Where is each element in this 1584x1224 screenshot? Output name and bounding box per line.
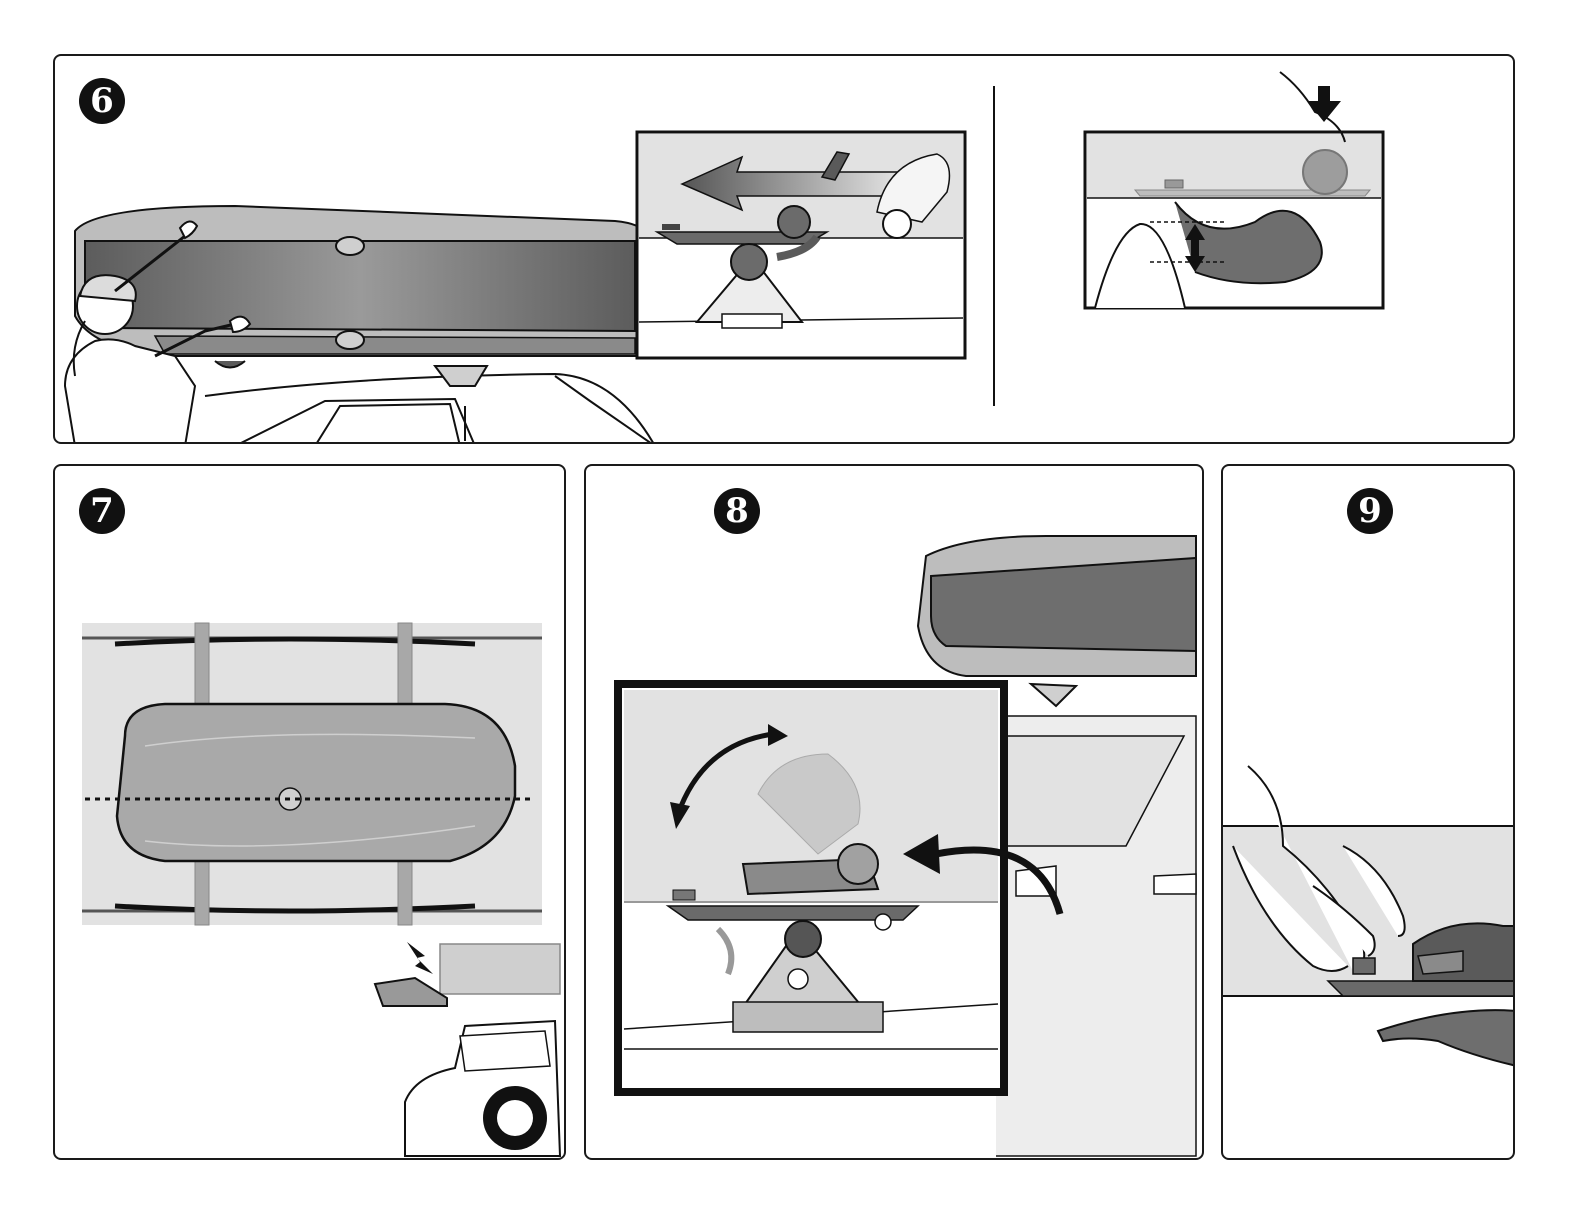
step-6-inset-press <box>1085 72 1383 308</box>
step-6-illustration <box>55 56 1515 444</box>
lightning-icon <box>407 942 433 974</box>
step-8-panel: 8 <box>584 464 1204 1160</box>
car-rear-view <box>375 942 560 1156</box>
car-roof <box>205 374 655 444</box>
step-9-panel: 9 <box>1221 464 1515 1160</box>
step-6-panel: 6 <box>53 54 1515 444</box>
step-7-panel: 7 <box>53 464 566 1160</box>
step-9-illustration <box>1223 466 1515 1160</box>
step-7-illustration <box>55 466 566 1160</box>
down-arrow-icon <box>1307 86 1341 122</box>
step-8-inset-rotate <box>618 684 1060 1092</box>
cargo-box-top-view <box>85 704 535 861</box>
step-6-inset-slide <box>637 132 965 358</box>
step-8-illustration <box>586 466 1204 1160</box>
